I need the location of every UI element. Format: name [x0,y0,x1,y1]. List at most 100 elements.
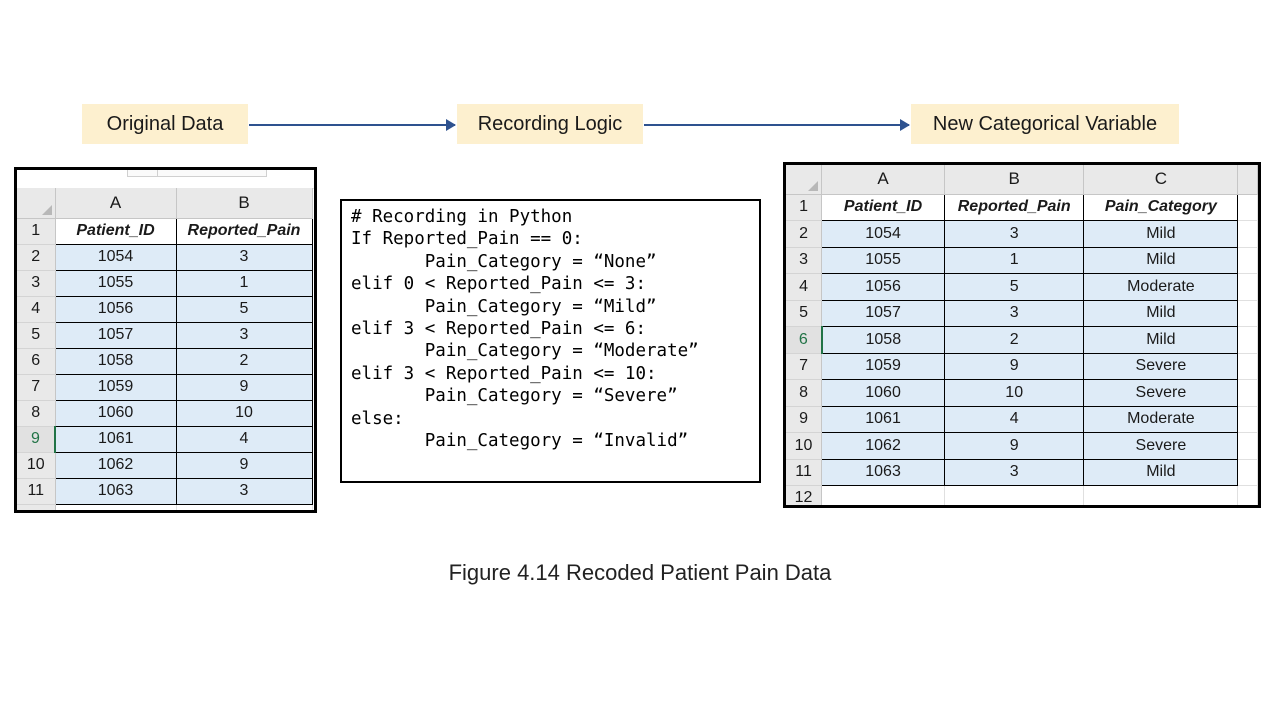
row-header[interactable]: 12 [786,485,823,505]
cell-patient-id[interactable]: 1056 [54,295,177,323]
cell-reported-pain[interactable]: 1 [944,246,1085,274]
cell-patient-id[interactable]: 1062 [54,451,177,479]
cell-patient-id[interactable]: 1054 [54,243,177,271]
cell-patient-id[interactable]: 1055 [54,269,177,297]
column-header-b[interactable]: B [944,165,1085,195]
cell-patient-id[interactable]: 1057 [54,321,177,349]
cell-reported-pain[interactable]: 3 [944,299,1085,327]
cell-pain-category[interactable]: Moderate [1083,405,1239,433]
cell-reported-pain[interactable]: 4 [944,405,1085,433]
cell-patient-id[interactable]: 1056 [821,273,946,301]
cell-reported-pain[interactable]: 2 [175,347,313,375]
row-header[interactable]: 10 [17,452,56,479]
row-header[interactable]: 9 [786,406,823,433]
select-all-corner[interactable] [786,165,823,195]
cell-reported-pain[interactable]: 3 [944,220,1085,248]
header-cell-patient-id[interactable]: Patient_ID [821,193,946,221]
empty-cell[interactable] [1237,353,1258,380]
row-header[interactable]: 11 [786,459,823,486]
empty-cell[interactable] [1237,273,1258,301]
cell-reported-pain[interactable]: 9 [175,451,313,479]
cell-patient-id[interactable]: 1059 [821,352,946,380]
cell-pain-category[interactable]: Mild [1083,220,1239,248]
row-header[interactable]: 5 [17,322,56,349]
column-header-c[interactable]: C [1083,165,1239,195]
cell-reported-pain[interactable]: 9 [944,432,1085,460]
row-header[interactable]: 7 [786,353,823,380]
empty-cell[interactable] [1237,379,1258,407]
column-header-a[interactable]: A [821,165,946,195]
cell-reported-pain[interactable]: 10 [944,379,1085,407]
cell-patient-id[interactable]: 1061 [821,405,946,433]
header-cell-patient-id[interactable]: Patient_ID [54,217,177,245]
cell-patient-id[interactable]: 1059 [54,373,177,401]
row-header[interactable]: 6 [17,348,56,375]
cell-pain-category[interactable]: Mild [1083,246,1239,274]
empty-cell[interactable] [1237,326,1258,354]
row-header[interactable]: 9 [17,426,56,453]
cell-pain-category[interactable]: Moderate [1083,273,1239,301]
empty-cell[interactable] [1237,194,1258,221]
row-header[interactable]: 4 [17,296,56,323]
cell-reported-pain[interactable]: 3 [175,321,313,349]
cell-patient-id[interactable]: 1062 [821,432,946,460]
column-header-b[interactable]: B [176,188,313,219]
cell-patient-id[interactable]: 1063 [821,458,946,486]
header-cell-pain-category[interactable]: Pain_Category [1083,193,1239,221]
cell-reported-pain[interactable]: 3 [944,458,1085,486]
cell-patient-id[interactable]: 1057 [821,299,946,327]
header-cell-reported-pain[interactable]: Reported_Pain [944,193,1085,221]
row-header[interactable]: 6 [786,326,823,354]
row-header[interactable]: 11 [17,478,56,505]
empty-cell[interactable] [1237,300,1258,327]
cell-patient-id[interactable]: 1054 [821,220,946,248]
empty-cell[interactable] [1237,247,1258,274]
cell-patient-id[interactable]: 1060 [54,399,177,427]
row-header[interactable]: 7 [17,374,56,401]
row-header[interactable]: 10 [786,432,823,460]
cell-reported-pain[interactable]: 2 [944,326,1085,354]
cell-reported-pain[interactable]: 1 [175,269,313,297]
column-header-a[interactable]: A [55,188,177,219]
cell-reported-pain[interactable]: 9 [175,373,313,401]
empty-cell[interactable] [821,485,946,505]
cell-reported-pain[interactable]: 5 [175,295,313,323]
cell-patient-id[interactable]: 1058 [821,326,946,354]
cell-pain-category[interactable]: Severe [1083,379,1239,407]
empty-cell[interactable] [1237,459,1258,486]
cell-patient-id[interactable]: 1060 [821,379,946,407]
cell-pain-category[interactable]: Severe [1083,432,1239,460]
cell-reported-pain[interactable]: 10 [175,399,313,427]
row-header[interactable]: 1 [786,194,823,221]
row-header[interactable]: 1 [17,218,56,245]
row-header[interactable]: 4 [786,273,823,301]
cell-reported-pain[interactable]: 3 [175,477,313,505]
cell-pain-category[interactable]: Mild [1083,326,1239,354]
empty-cell[interactable] [1237,432,1258,460]
cell-patient-id[interactable]: 1058 [54,347,177,375]
cell-pain-category[interactable]: Mild [1083,299,1239,327]
row-header[interactable]: 2 [17,244,56,271]
cell-patient-id[interactable]: 1063 [54,477,177,505]
row-header[interactable]: 3 [17,270,56,297]
row-header[interactable]: 8 [786,379,823,407]
cell-patient-id[interactable]: 1055 [821,246,946,274]
empty-cell[interactable] [1237,485,1258,505]
cell-reported-pain[interactable]: 9 [944,352,1085,380]
empty-cell[interactable] [55,504,177,510]
cell-reported-pain[interactable]: 5 [944,273,1085,301]
cell-reported-pain[interactable]: 3 [175,243,313,271]
empty-cell[interactable] [1083,485,1239,505]
cell-patient-id[interactable]: 1061 [54,425,177,453]
select-all-corner[interactable] [17,188,56,219]
row-header[interactable]: 8 [17,400,56,427]
row-header[interactable]: 2 [786,220,823,248]
header-cell-reported-pain[interactable]: Reported_Pain [175,217,313,245]
row-header[interactable]: 5 [786,300,823,327]
cell-pain-category[interactable]: Mild [1083,458,1239,486]
cell-reported-pain[interactable]: 4 [175,425,313,453]
empty-cell[interactable] [944,485,1085,505]
row-header[interactable] [17,504,56,510]
cell-pain-category[interactable]: Severe [1083,352,1239,380]
empty-cell[interactable] [1237,406,1258,433]
